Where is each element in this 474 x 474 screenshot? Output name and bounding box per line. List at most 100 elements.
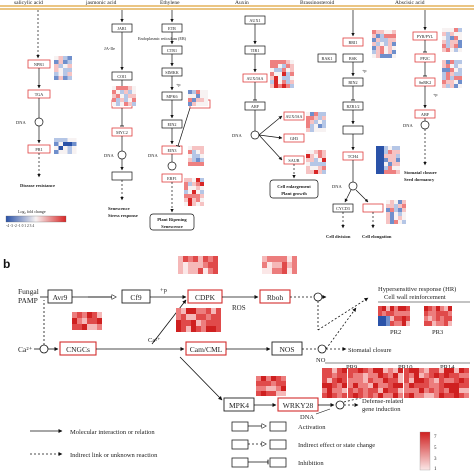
node-fungal: Fungal [18, 287, 39, 296]
heatmap-cell [196, 162, 200, 166]
heatmap-cell [380, 50, 384, 54]
heatmap-cell [188, 198, 192, 202]
heatmap-cell [414, 388, 419, 393]
heatmap-cell [204, 90, 208, 94]
pr-label-pr10: PR10 [398, 364, 412, 371]
gene-tch4: TCH4 [348, 154, 359, 159]
gene-box-tch4-2 [362, 203, 384, 213]
heatmap-cell [409, 368, 414, 373]
heatmap-cell [196, 308, 201, 314]
heatmap-cell [270, 72, 274, 76]
heatmap-cell [337, 393, 342, 398]
heatmap-cell [332, 383, 337, 388]
heatmap-cell [424, 388, 429, 393]
heatmap-cell [392, 30, 396, 34]
heatmap-cell [310, 150, 314, 154]
heatmap-cell [392, 34, 396, 38]
gene-pr1: PR1 [35, 147, 42, 152]
heatmap-cell [432, 311, 436, 316]
heatmap-cell [419, 368, 424, 373]
heatmap-cell [429, 368, 434, 373]
heatmap-cell [394, 216, 398, 220]
heatmap-cell [267, 262, 272, 268]
heatmap-cell [322, 158, 326, 162]
heatmap-cell [310, 112, 314, 116]
heatmap-cell [310, 162, 314, 166]
heatmap-cell [390, 306, 394, 311]
heatmap-cell [58, 150, 63, 154]
heatmap-cell [439, 383, 444, 388]
heatmap-cell [429, 393, 434, 398]
heatmap-cell [390, 220, 394, 224]
heatmap-cell [388, 383, 393, 388]
heatmap-cell [314, 112, 318, 116]
heatmap-cell [348, 393, 353, 398]
heatmap-cell [200, 90, 204, 94]
heatmap-cell [124, 102, 128, 106]
heatmap-cell [337, 383, 342, 388]
fold-change-legend: Log₂ fold change -4 -3 -2 -1 0 1 2 3 4 [5, 209, 67, 228]
heatmap-cell [388, 378, 393, 383]
heatmap-cell [380, 54, 384, 58]
legend-gradient-bar [5, 215, 67, 223]
label-ja-ile: JA-Ile [104, 46, 115, 51]
heatmap-cell [398, 220, 402, 224]
heatmap-cell [274, 72, 278, 76]
heatmap-cell [206, 320, 211, 326]
heatmap-cell [388, 393, 393, 398]
node-box-camcml [185, 341, 227, 356]
legend-ticks: -4 -3 -2 -1 0 1 2 3 4 [6, 224, 34, 228]
heatmap-cell [409, 393, 414, 398]
heatmap-cell [286, 72, 290, 76]
heatmap-cell [396, 146, 400, 150]
heatmap-cell [292, 262, 297, 268]
node-no: NO [316, 357, 326, 364]
heatmap-cell [348, 378, 353, 383]
heatmap-cell [392, 150, 396, 154]
heatmap-cell [384, 54, 388, 58]
heatmap-cell [459, 388, 464, 393]
heatmap-cell [278, 64, 282, 68]
heatmap-cell [318, 120, 322, 124]
heatmap-cell [454, 368, 459, 373]
heatmap-cell [290, 60, 294, 64]
heatmap-cell [363, 383, 368, 388]
heatmap-cell [442, 80, 446, 84]
heatmap-cell [322, 388, 327, 393]
heatmap-cell [404, 378, 409, 383]
heatmap-cell [402, 321, 406, 326]
heatmap-cell [428, 321, 432, 326]
heatmap-cell [337, 368, 342, 373]
heatmap-cell [188, 186, 192, 190]
heatmap-cell [382, 306, 386, 311]
gene-ctr1: CTR1 [167, 48, 177, 53]
heatmap-cell [211, 314, 216, 320]
gene-myc2: MYC2 [116, 130, 128, 135]
heatmap-cell [282, 64, 286, 68]
heatmap-cell [332, 388, 337, 393]
heatmap-cell [392, 158, 396, 162]
heatmap-cell [398, 388, 403, 393]
heatmap-cell [278, 72, 282, 76]
gene-box-auxiaa-2 [283, 111, 305, 121]
heatmap-cell [404, 383, 409, 388]
heatmap-cell [419, 378, 424, 383]
heatmap-cell [200, 190, 204, 194]
heatmap-cell [446, 32, 450, 36]
heatmap-cell [386, 212, 390, 216]
heatmap-cell [436, 311, 440, 316]
heatmap-cell [292, 268, 297, 274]
heatmap-cell [396, 162, 400, 166]
node-box-cngcs [59, 341, 97, 356]
heatmap-cell [67, 138, 72, 142]
heatmap-cell [278, 84, 282, 88]
heatmap-cell [196, 314, 201, 320]
heatmap-cell [200, 154, 204, 158]
heatmap-cell [348, 383, 353, 388]
heatmap-cell [256, 391, 261, 396]
heatmap-cell [398, 216, 402, 220]
label-er: Endoplasmic reticulum (ER) [138, 36, 187, 41]
heatmap-cell [327, 368, 332, 373]
heatmap-cell [372, 34, 376, 38]
heatmap-cell [386, 316, 390, 326]
